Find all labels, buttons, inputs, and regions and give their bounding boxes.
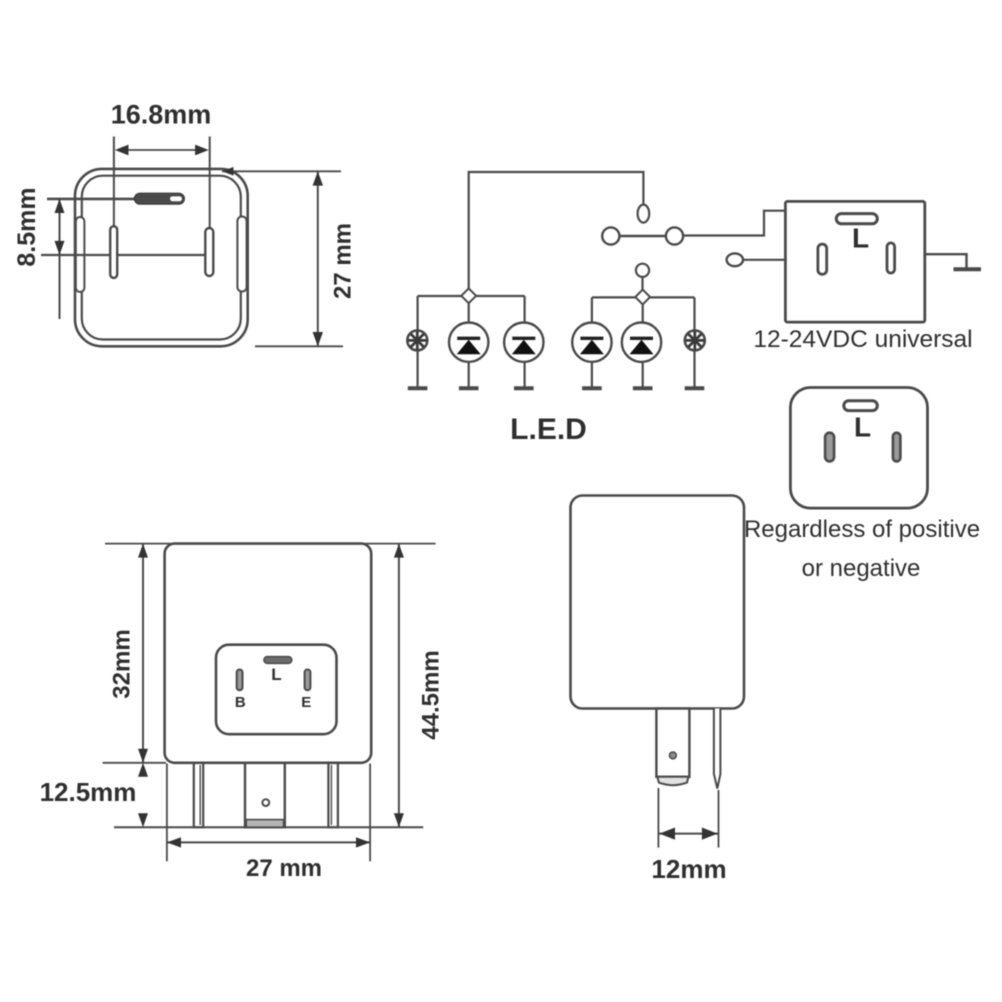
svg-text:12.5mm: 12.5mm <box>40 777 137 807</box>
svg-text:L.E.D: L.E.D <box>510 413 587 446</box>
svg-text:L: L <box>271 665 281 684</box>
svg-text:27 mm: 27 mm <box>246 855 322 882</box>
svg-text:12mm: 12mm <box>651 854 726 884</box>
svg-text:or negative: or negative <box>802 555 921 582</box>
svg-text:B: B <box>235 694 246 711</box>
svg-text:8.5mm: 8.5mm <box>13 187 41 266</box>
svg-text:L: L <box>852 222 869 253</box>
svg-text:27 mm: 27 mm <box>329 223 356 299</box>
svg-text:E: E <box>301 694 311 711</box>
svg-text:12-24VDC universal: 12-24VDC universal <box>753 326 972 353</box>
svg-text:44.5mm: 44.5mm <box>417 650 444 739</box>
svg-text:16.8mm: 16.8mm <box>111 100 212 130</box>
svg-text:L: L <box>854 411 871 442</box>
svg-text:Regardless of positive: Regardless of positive <box>744 516 980 543</box>
svg-text:32mm: 32mm <box>108 629 135 698</box>
